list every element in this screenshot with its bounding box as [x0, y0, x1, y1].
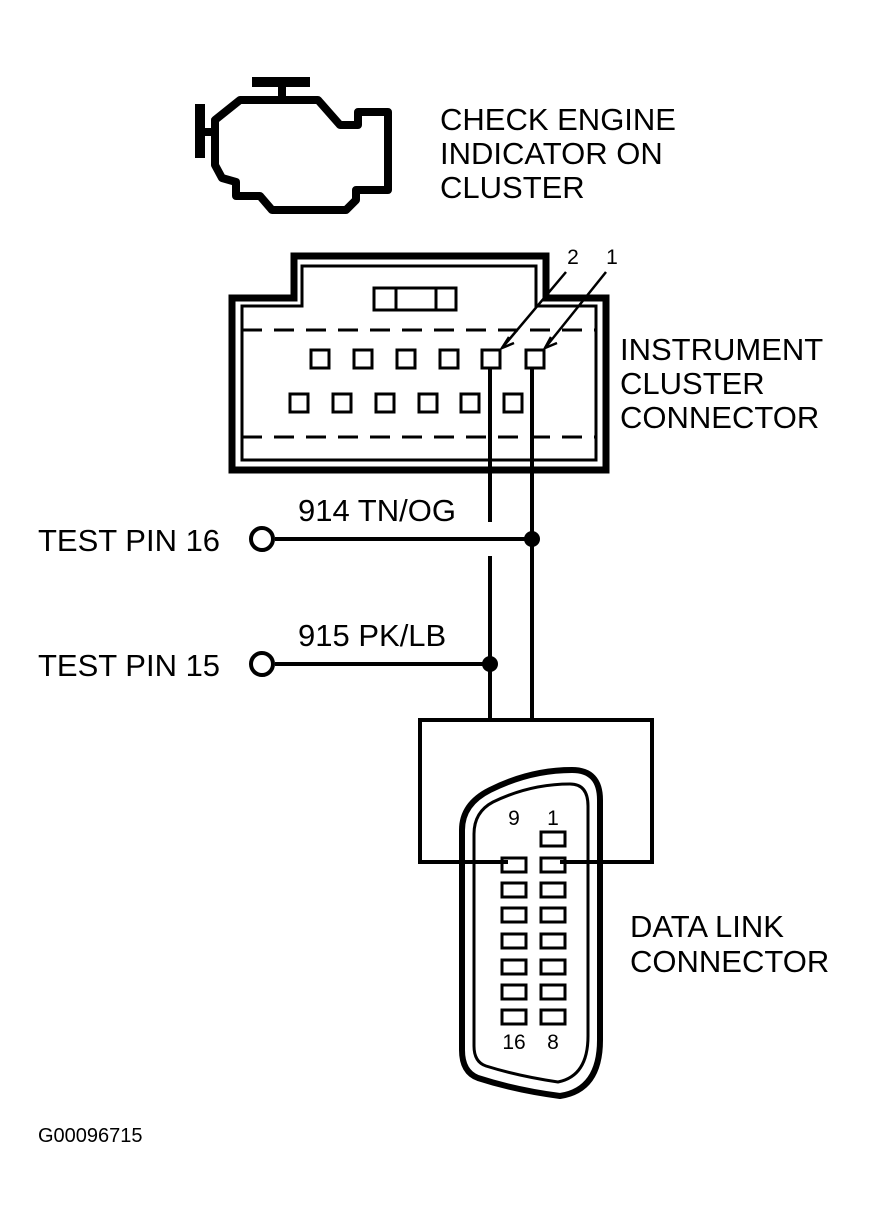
- splice-914-dot: [524, 531, 540, 547]
- check-engine-icon: [195, 77, 392, 214]
- pin-callout-1: 1: [606, 246, 618, 269]
- check-engine-label: CHECK ENGINE INDICATOR ON CLUSTER: [440, 102, 676, 205]
- data-link-label-line: DATA LINK: [630, 909, 784, 944]
- data-link-label: DATA LINK CONNECTOR: [630, 909, 829, 979]
- test-pin-15-label: TEST PIN 15: [38, 648, 220, 683]
- wire-915-label: 915 PK/LB: [298, 618, 446, 653]
- instrument-cluster-connector: [228, 252, 610, 474]
- test-pin-16-terminal: [249, 526, 275, 552]
- instrument-cluster-label: INSTRUMENT CLUSTER CONNECTOR: [620, 332, 823, 435]
- test-pin-16-label: TEST PIN 16: [38, 523, 220, 558]
- dlc-pin-label-16: 16: [502, 1031, 525, 1054]
- wire-915: [275, 368, 654, 864]
- data-link-label-line: CONNECTOR: [630, 944, 829, 979]
- instrument-cluster-label-line: CLUSTER: [620, 366, 765, 401]
- check-engine-label-line: INDICATOR ON: [440, 136, 663, 171]
- check-engine-label-line: CHECK ENGINE: [440, 102, 676, 137]
- dlc-pin-label-9: 9: [508, 807, 520, 830]
- instrument-cluster-label-line: CONNECTOR: [620, 400, 819, 435]
- instrument-cluster-label-line: INSTRUMENT: [620, 332, 823, 367]
- check-engine-label-line: CLUSTER: [440, 170, 585, 205]
- dlc-pin-label-1: 1: [547, 807, 559, 830]
- wire-914-label: 914 TN/OG: [298, 493, 456, 528]
- splice-915-dot: [482, 656, 498, 672]
- data-link-connector: [459, 766, 603, 1100]
- test-pin-15-terminal: [249, 651, 275, 677]
- pin-callout-2: 2: [567, 246, 579, 269]
- dlc-pin-label-8: 8: [547, 1031, 559, 1054]
- figure-id: G00096715: [38, 1125, 143, 1147]
